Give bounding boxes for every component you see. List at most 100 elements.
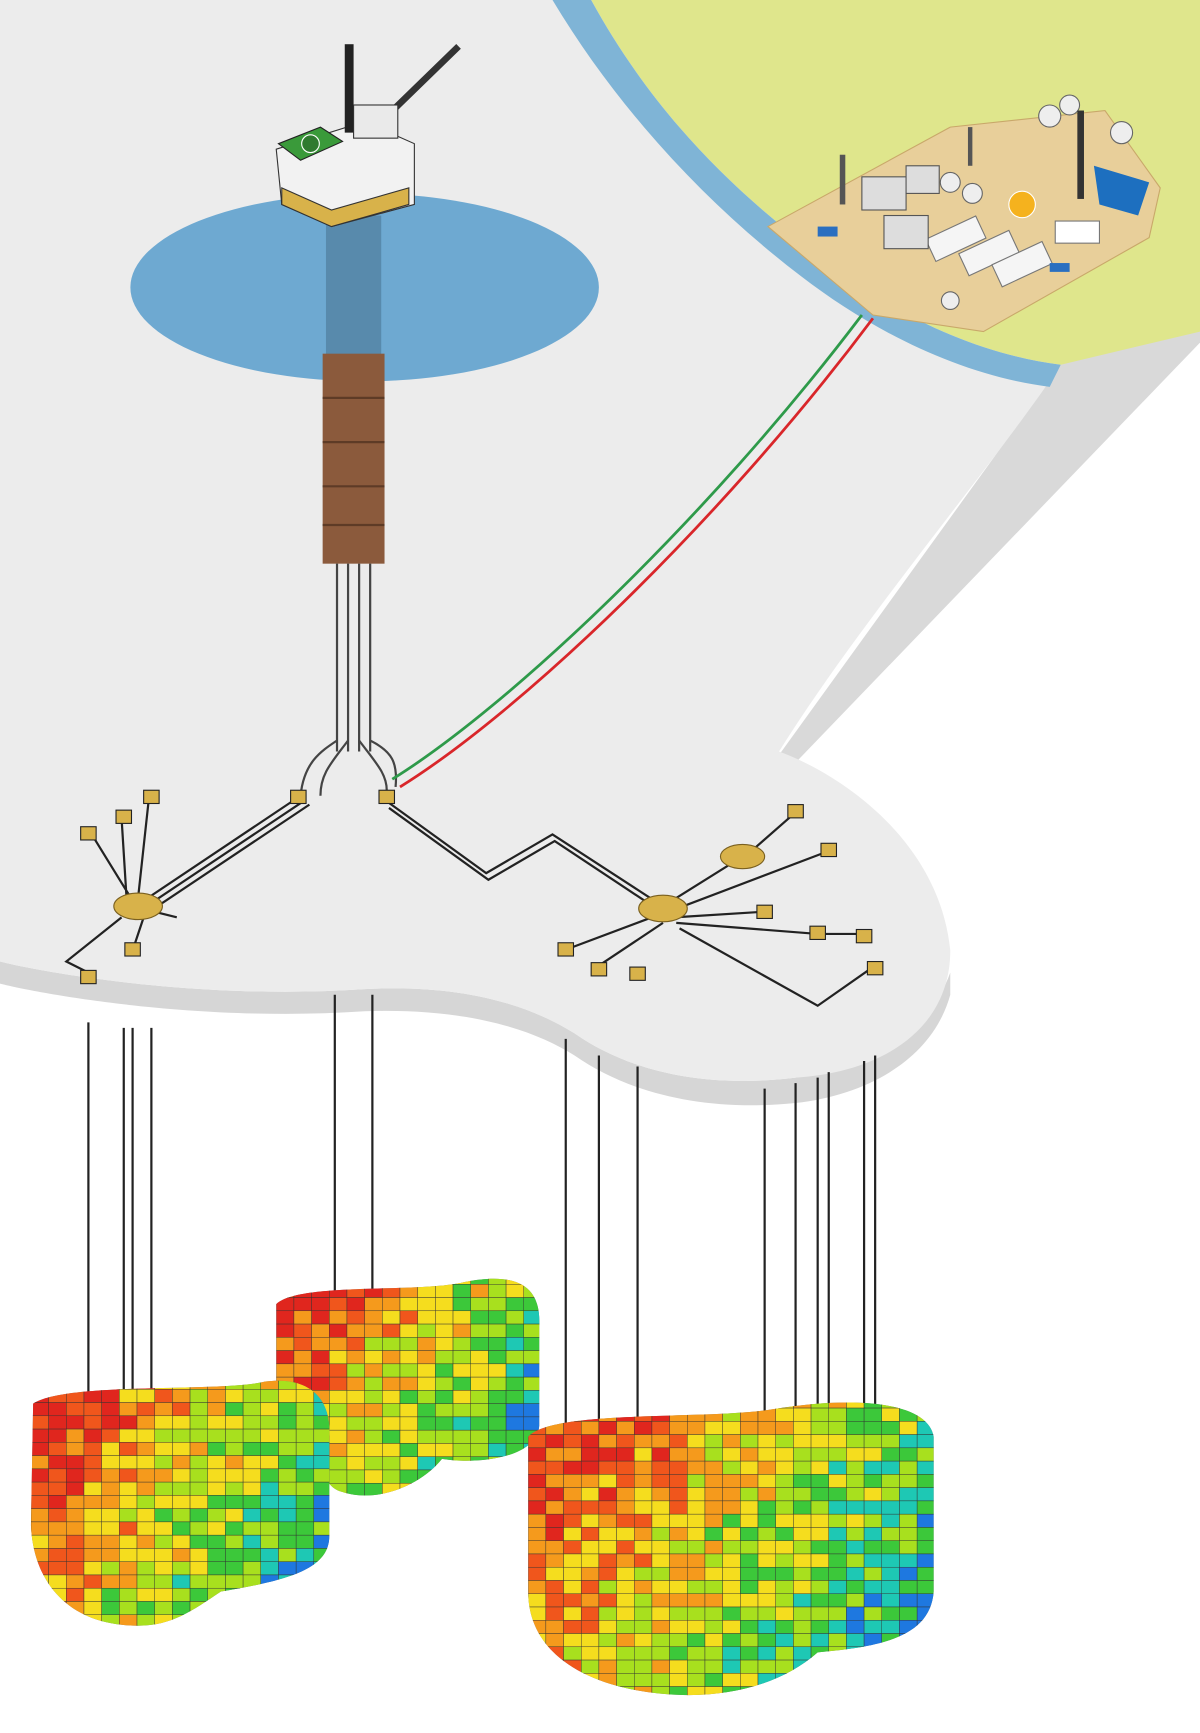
reservoir-cell <box>651 1646 670 1661</box>
reservoir-cell <box>740 1580 759 1594</box>
reservoir-cell <box>172 1614 191 1626</box>
reservoir-cell <box>669 1553 688 1568</box>
reservoir-cell <box>563 1686 582 1696</box>
reservoir-cell <box>172 1628 190 1641</box>
reservoir-cell <box>278 1614 297 1626</box>
reservoir-cell <box>687 1540 706 1555</box>
reservoir-cell <box>722 1402 741 1409</box>
reservoir-cell <box>207 1481 226 1496</box>
reservoir-cell <box>48 1415 67 1430</box>
reservoir-cell <box>899 1700 917 1713</box>
reservoir-cell <box>295 1389 315 1403</box>
reservoir-cell <box>66 1521 85 1536</box>
reservoir-cell <box>828 1646 847 1661</box>
reservoir-cell <box>329 1323 348 1338</box>
reservoir-cell <box>311 1278 330 1285</box>
reservoir-cell <box>311 1350 330 1365</box>
reservoir-cell <box>101 1548 120 1562</box>
reservoir-cell <box>83 1389 102 1403</box>
reservoir-cell <box>846 1593 865 1608</box>
reservoir-cell <box>616 1566 635 1581</box>
reservoir-cell <box>172 1561 191 1576</box>
reservoir-cell <box>757 1646 776 1661</box>
reservoir-cell <box>916 1593 934 1608</box>
reservoir-cell <box>278 1455 297 1470</box>
reservoir-cell <box>66 1574 85 1589</box>
reservoir-cell <box>846 1686 865 1696</box>
reservoir-cell <box>916 1606 934 1621</box>
reservoir-cell <box>722 1633 741 1648</box>
reservoir-cell <box>435 1482 454 1496</box>
reservoir-cell <box>616 1487 635 1502</box>
reservoir-cell <box>523 1323 540 1338</box>
reservoir-cell <box>242 1468 261 1483</box>
reservoir-cell <box>563 1580 582 1594</box>
reservoir-cell <box>452 1443 471 1457</box>
reservoir-cell <box>775 1686 794 1696</box>
reservoir-cell <box>66 1380 85 1390</box>
reservoir-cell <box>505 1323 524 1338</box>
reservoir-cell <box>704 1686 723 1696</box>
reservoir-cell <box>400 1496 418 1509</box>
reservoir-cell <box>828 1527 847 1541</box>
reservoir-cell <box>935 1554 953 1567</box>
reservoir-cell <box>722 1460 741 1475</box>
reservoir-cell <box>775 1580 794 1594</box>
reservoir-cell <box>687 1633 706 1648</box>
reservoir-cell <box>119 1561 138 1576</box>
reservoir-cell <box>722 1447 741 1462</box>
reservoir-cell <box>452 1284 471 1298</box>
reservoir-cell <box>598 1527 617 1541</box>
reservoir-cell <box>329 1284 348 1298</box>
reservoir-cell <box>329 1278 348 1285</box>
reservoir-cell <box>225 1548 244 1562</box>
reservoir-cell <box>935 1461 953 1474</box>
reservoir-cell <box>399 1323 418 1338</box>
reservoir-cell <box>346 1284 365 1298</box>
reservoir-cell <box>154 1442 173 1456</box>
wellhead-icon <box>590 962 608 977</box>
reservoir-cell <box>846 1421 865 1435</box>
reservoir-cell <box>651 1566 670 1581</box>
reservoir-cell <box>382 1284 401 1298</box>
reservoir-cell <box>189 1380 208 1390</box>
reservoir-cell <box>278 1534 297 1549</box>
reservoir-cell <box>758 1700 776 1713</box>
wellhead-icon <box>629 966 646 981</box>
reservoir-cell <box>488 1310 507 1325</box>
reservoir-cell <box>313 1442 330 1456</box>
reservoir-cell <box>261 1628 279 1641</box>
reservoir-cell <box>616 1513 635 1528</box>
reservoir-cell <box>916 1646 934 1661</box>
reservoir-cell <box>935 1687 953 1700</box>
reservoir-cell <box>863 1540 882 1555</box>
reservoir-cell <box>793 1540 812 1555</box>
reservoir-cell <box>917 1700 935 1713</box>
reservoir-cell <box>916 1460 934 1475</box>
reservoir-cell <box>634 1434 653 1449</box>
reservoir-cell <box>881 1606 900 1621</box>
reservoir-cell <box>295 1534 315 1549</box>
reservoir-cell <box>452 1403 471 1418</box>
reservoir-cell <box>278 1389 297 1403</box>
reservoir-cell <box>935 1435 953 1448</box>
reservoir-cell <box>669 1606 688 1621</box>
reservoir-cell <box>828 1673 847 1687</box>
reservoir-cell <box>278 1495 297 1509</box>
reservoir-cell <box>863 1659 882 1674</box>
reservoir-cell <box>523 1310 540 1325</box>
reservoir-cell <box>399 1284 418 1298</box>
reservoir-cell <box>899 1580 918 1594</box>
reservoir-cell <box>580 1659 600 1674</box>
reservoir-cell <box>563 1527 582 1541</box>
reservoir-cell <box>704 1527 723 1541</box>
reservoir-cell <box>242 1508 261 1523</box>
reservoir-cell <box>616 1402 635 1409</box>
reservoir-cell <box>523 1390 540 1404</box>
reservoir-cell <box>66 1495 85 1509</box>
reservoir-cell <box>669 1620 688 1634</box>
reservoir-cell <box>687 1487 706 1502</box>
reservoir-cell <box>488 1429 507 1444</box>
reservoir-cell <box>810 1500 829 1515</box>
reservoir-cell <box>669 1566 688 1581</box>
